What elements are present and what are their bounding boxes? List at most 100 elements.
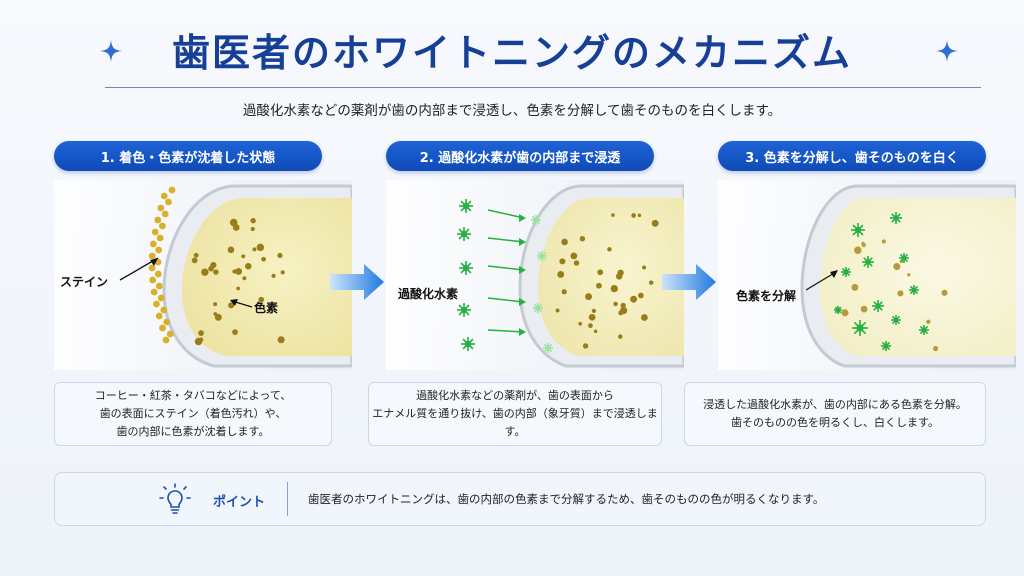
step-3-description: 浸透した過酸化水素が、歯の内部にある色素を分解。 歯そのものの色を明るくし、白く…	[684, 382, 986, 446]
stain-dot	[155, 246, 163, 254]
pigment-dot	[261, 256, 266, 262]
pigment-dot	[860, 305, 868, 313]
pigment-dot	[561, 289, 567, 295]
stain-dot	[166, 330, 174, 338]
step-2-illustration: 過酸化水素	[386, 180, 684, 370]
penetration-arrows	[487, 209, 526, 336]
pigment-dot	[648, 280, 654, 285]
peroxide-molecules	[457, 199, 475, 351]
stain-dot	[162, 336, 170, 344]
pigment-label: 色素	[254, 300, 278, 315]
stain-dot	[154, 270, 162, 278]
penetration-arrow	[487, 297, 525, 303]
stain-label: ステイン	[60, 275, 108, 289]
step-1-description: コーヒー・紅茶・タバコなどによって、 歯の表面にステイン（着色汚れ）や、 歯の内…	[54, 382, 332, 446]
stain-dot	[161, 210, 169, 218]
pigment-dot	[250, 226, 255, 232]
pigment-dot	[851, 283, 859, 291]
stain-dot	[159, 324, 166, 332]
stain-dot	[160, 192, 168, 200]
pigment-dot	[933, 346, 939, 352]
step-1-illustration: ステイン 色素	[54, 180, 352, 370]
arrow-head-icon	[230, 299, 238, 306]
step-2-badge: 2. 過酸化水素が歯の内部まで浸透	[386, 141, 654, 171]
pigment-dot	[597, 269, 604, 276]
pigment-dot	[593, 329, 598, 334]
pigment-dot	[588, 323, 593, 329]
right-arrow-icon	[330, 264, 384, 300]
pigment-dot	[198, 330, 204, 336]
pigment-dot	[236, 286, 240, 291]
pigment-dot	[258, 296, 265, 303]
pigment-dot	[926, 319, 931, 324]
peroxide-molecule	[841, 267, 851, 277]
step-3-badge: 3. 色素を分解し、歯そのものを白く	[718, 141, 986, 171]
stain-dot	[149, 240, 157, 248]
pigment-dot	[617, 269, 624, 276]
stain-dot	[157, 204, 165, 212]
peroxide-molecule	[457, 227, 471, 241]
page-title: 歯医者のホワイトニングのメカニズム	[171, 30, 852, 75]
pigment-dots	[555, 213, 659, 349]
step-1-badge: 1. 着色・色素が沈着した状態	[54, 141, 322, 171]
stain-dot	[150, 288, 158, 296]
peroxide-molecule	[459, 199, 473, 213]
pigment-dot	[861, 242, 866, 248]
stain-dot	[151, 228, 159, 236]
pigment-dot	[210, 261, 217, 269]
pigment-dot	[630, 296, 635, 301]
arrow-head-icon	[150, 258, 158, 266]
peroxide-molecule	[834, 306, 842, 314]
peroxide-molecule	[881, 341, 891, 351]
pigment-dot	[573, 260, 580, 266]
stain-dots	[148, 186, 176, 344]
pigment-dot	[893, 262, 901, 271]
title-divider	[105, 87, 981, 88]
stain-dot	[160, 306, 168, 314]
pigment-dot	[232, 329, 238, 336]
pigment-dot	[559, 258, 566, 265]
pigment-dot	[642, 265, 647, 270]
stain-dot	[163, 318, 171, 326]
pigment-dot	[596, 282, 602, 289]
pigment-dot	[214, 313, 222, 321]
pigment-dot	[241, 254, 246, 259]
peroxide-molecule	[459, 261, 473, 275]
pigment-dot	[244, 262, 252, 270]
pigment-dot	[561, 238, 568, 246]
right-arrow-icon	[662, 264, 716, 300]
pigment-dot	[841, 309, 849, 317]
peroxide-molecule	[851, 223, 865, 237]
pigment-dot	[620, 302, 626, 309]
stain-dot	[155, 282, 163, 290]
stain-dot	[149, 276, 157, 284]
step-3-illustration: 色素を分解	[718, 180, 1016, 370]
stain-dot	[156, 234, 164, 242]
pigment-dot	[881, 239, 886, 244]
stain-dot	[154, 216, 162, 224]
penetration-arrow	[487, 237, 525, 243]
pigment-dot	[570, 252, 578, 260]
pigment-dot	[235, 267, 243, 275]
peroxide-molecules-inside	[531, 215, 553, 353]
peroxide-molecule	[543, 343, 553, 353]
pigment-dot	[607, 247, 612, 252]
arrow-head-icon	[830, 270, 838, 278]
pigment-dot	[591, 308, 597, 314]
sparkle-icon	[936, 40, 958, 62]
pigment-dot	[201, 268, 209, 276]
pigment-dot	[897, 290, 904, 297]
pigment-dots	[191, 218, 285, 346]
decompose-pointer-line	[805, 271, 837, 291]
peroxide-label: 過酸化水素	[397, 286, 458, 301]
lightbulb-icon	[159, 483, 191, 514]
pigment-dot	[277, 336, 285, 344]
peroxide-molecule	[457, 303, 471, 317]
pigment-dot	[277, 252, 283, 259]
pigment-dot	[854, 246, 862, 254]
pigment-dot	[578, 321, 583, 326]
point-label: ポイント	[213, 495, 266, 510]
pigment-dot	[193, 252, 199, 258]
pigment-dot	[579, 235, 586, 242]
pigment-dot	[213, 302, 218, 307]
